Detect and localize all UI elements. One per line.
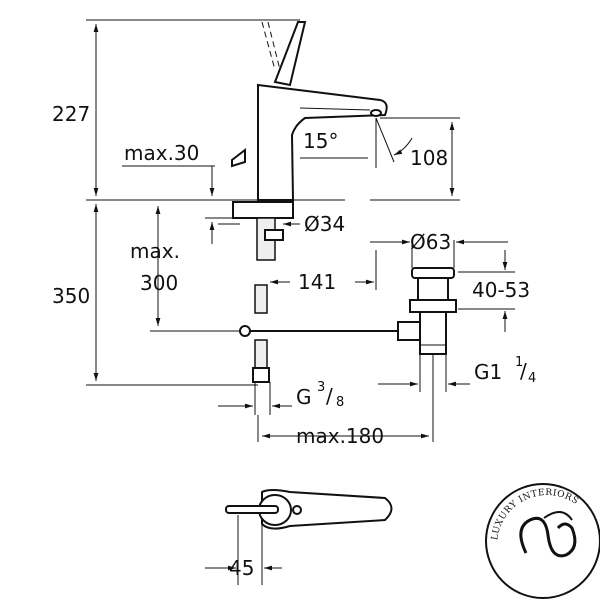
- lever-handle: [273, 21, 307, 87]
- logo-monogram-accent: [543, 511, 573, 521]
- waste-flange: [411, 267, 455, 279]
- top-view-popup-rod: [225, 505, 279, 514]
- dim-300: 300: [140, 271, 178, 295]
- dim-227: 227: [52, 102, 90, 126]
- dim-diameter-34: Ø34: [304, 212, 345, 236]
- logo-monogram: [519, 516, 577, 558]
- shank-clip: [264, 229, 284, 241]
- logo-circle: [485, 483, 600, 599]
- supply-hose-lower: [254, 339, 268, 369]
- dim-max30: max.30: [124, 141, 199, 165]
- dim-40-53: 40-53: [472, 278, 530, 302]
- dim-350: 350: [52, 284, 90, 308]
- dim-g: G: [296, 385, 312, 409]
- dimension-lines: [86, 19, 515, 585]
- rod-clip: [239, 325, 251, 337]
- spout-body: [257, 83, 388, 201]
- dim-g1-fraction-den: 4: [528, 371, 536, 386]
- mounting-nut: [232, 201, 294, 219]
- dim-45: 45: [229, 556, 254, 580]
- dim-15-degree: 15°: [303, 129, 338, 153]
- dim-g-fraction-slash: /: [326, 384, 333, 408]
- dim-g1-fraction-num: 1: [515, 355, 523, 370]
- aerator: [370, 109, 382, 117]
- waste-tail: [419, 311, 447, 355]
- dim-max-label: max.: [130, 239, 180, 263]
- faucet-side-view: [210, 21, 398, 383]
- waste-rod-port: [397, 321, 421, 341]
- dim-g-fraction-den: 8: [336, 395, 344, 410]
- dim-max180: max.180: [296, 424, 384, 448]
- popup-knob: [231, 147, 246, 168]
- lever-raised-outline: [261, 21, 281, 71]
- waste-nut: [409, 299, 457, 313]
- dim-g1: G1: [474, 360, 502, 384]
- dim-diameter-63: Ø63: [410, 230, 451, 254]
- top-view-body: [261, 489, 393, 530]
- top-view-cap: [292, 505, 302, 515]
- supply-fitting: [252, 367, 270, 383]
- dim-141: 141: [298, 270, 336, 294]
- spout-detail: [299, 107, 371, 111]
- waste-body-upper: [417, 277, 449, 301]
- supply-hose-upper: [254, 284, 268, 314]
- faucet-top-view: [225, 489, 393, 530]
- waste-assembly: [397, 267, 457, 430]
- dim-g1-fraction-slash: /: [520, 359, 527, 383]
- luxury-interiors-logo: LUXURY INTERIORS: [485, 483, 600, 599]
- dim-108: 108: [410, 146, 448, 170]
- dim-g-fraction-num: 3: [317, 380, 325, 395]
